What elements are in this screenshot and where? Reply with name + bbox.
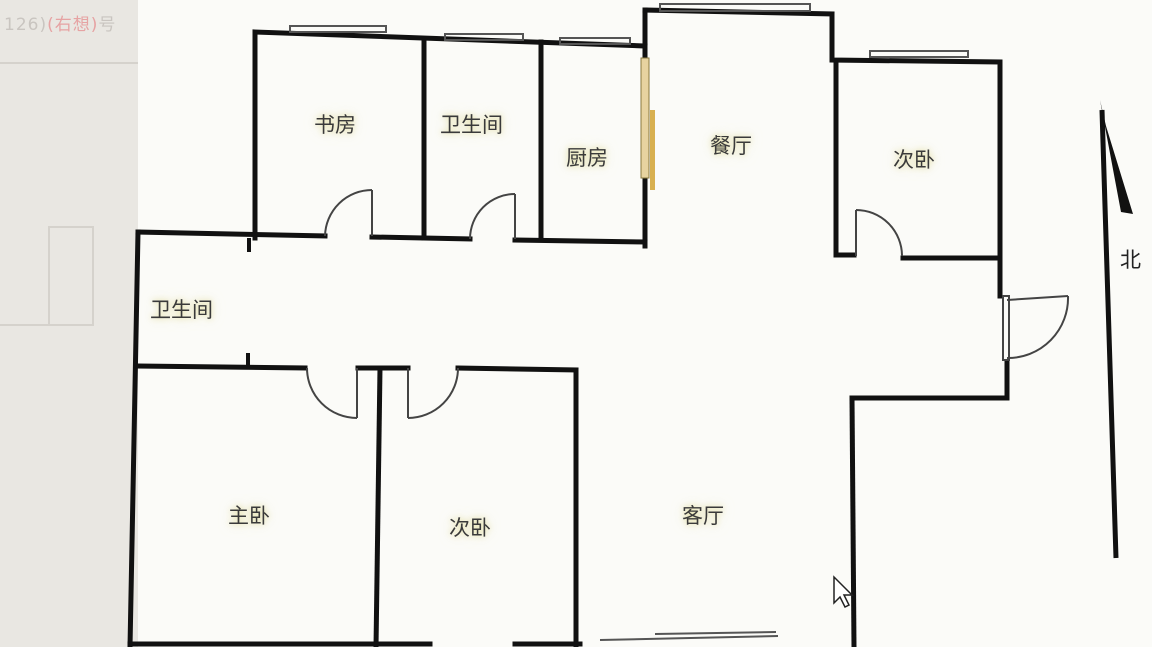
window [444,33,524,41]
side-panel-text: 126)(右想)号 [4,15,117,35]
wall [252,29,648,241]
windows [289,3,969,641]
room-label-master-bedroom: 主卧 [228,504,270,528]
window [289,25,387,33]
mouse-cursor-icon [833,575,854,609]
room-label-bathroom-left: 卫生间 [150,298,213,322]
side-panel: 126)(右想)号 [0,0,138,647]
wall [135,363,308,371]
room-label-dining: 餐厅 [710,134,752,158]
wall [512,237,648,245]
window [869,50,969,58]
walls [127,7,1010,647]
door-swing [1006,295,1070,360]
sliding-door-panel [640,57,650,179]
door-swing [407,367,459,419]
window [654,631,777,635]
wall [829,11,1003,299]
door-swing [324,189,373,237]
wall [849,395,857,647]
room-label-kitchen: 厨房 [566,146,608,170]
north-label: 北 [1120,248,1141,272]
room-label-second-bedroom-bottom: 次卧 [449,516,491,540]
door [1006,295,1069,301]
room-label-bathroom-top: 卫生间 [440,113,503,137]
side-divider [0,324,94,326]
room-label-living-room: 客厅 [682,504,724,528]
window [659,3,811,12]
north-arrow [1099,100,1133,559]
doors [306,189,1070,419]
wall-ticks [246,238,251,366]
side-divider [48,226,50,326]
door-swing [469,193,516,240]
wall [127,229,141,647]
window [559,37,631,45]
room-label-study: 书房 [314,113,356,137]
side-divider [92,226,94,326]
sliding-door-panel [650,110,655,190]
wall [135,229,328,239]
side-divider [48,226,94,228]
side-divider [0,62,138,64]
north-arrow-shaft [1099,109,1119,559]
wall [455,365,579,373]
window [599,635,779,641]
door-frame [1002,295,1010,361]
sliding-door [640,57,655,190]
wall [369,234,473,242]
room-label-second-bedroom-top: 次卧 [893,148,935,172]
door-swing [306,367,358,419]
door-swing [855,209,903,257]
wall [373,365,383,647]
